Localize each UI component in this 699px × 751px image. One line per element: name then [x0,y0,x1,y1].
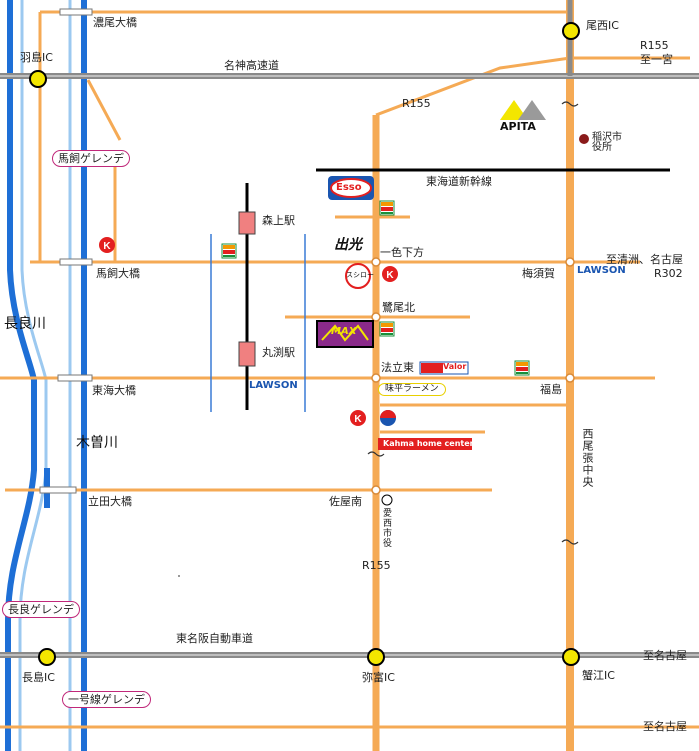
seven-eleven-icon [379,200,395,216]
r302-label: R302 [654,267,683,280]
sushiro-logo [345,263,371,289]
fukushima-label: 福島 [540,383,562,396]
store-logo [380,410,396,426]
sushiro-label: スシロー [346,271,374,279]
inazawa-city-hall-label: 稲沢市役所 [592,132,622,153]
r155-top-label: R155 [640,39,669,52]
morikami-station-label: 森上駅 [262,214,295,227]
sagio-kita-label: 鷺尾北 [382,301,415,314]
apita-label: APITA [500,120,536,133]
nagara-river-label: 長良川 [4,316,46,332]
ic-markers [29,22,580,666]
svg-text:K: K [354,414,362,425]
marubuchi-station-label: 丸渕駅 [262,346,295,359]
aisai-city-hall-label: 愛西市役 [381,508,391,548]
umesuga-label: 梅須賀 [522,267,555,280]
map-dot [178,575,180,577]
roads [0,10,699,729]
lawson-label-1: LAWSON [249,380,298,391]
to-nagoya-label-1: 至名古屋 [643,649,687,662]
ichigosen-gelande-pill[interactable]: 一号線ゲレンデ [62,691,151,708]
intersection-markers [371,257,575,495]
circle-k-icon: K [382,266,398,282]
tatsuta-ohashi-label: 立田大橋 [88,495,132,508]
morikami-station-marker [238,211,256,235]
izumi-label: 出光 [334,237,362,253]
hotachi-higashi-label: 法立東 [381,361,414,374]
post-mark-icon [381,494,393,506]
seibi-chuo-label: 西尾張中央 [581,428,594,488]
kahma-sign [378,438,472,450]
road-break-marks [367,101,579,545]
to-ichinomiya-label: 至一宮 [640,53,673,66]
svg-text:K: K [103,241,111,252]
bridge-markers [39,8,93,494]
esso-label: Esso [336,182,362,193]
saya-minami-label: 佐屋南 [329,495,362,508]
kanie-ic-label: 蟹江IC [582,669,615,682]
isshiki-label: 一色下方 [380,246,424,259]
meishin-label: 名神高速道 [224,59,279,72]
yatomi-ic-label: 弥富IC [362,671,395,684]
ajihei-ramen-label: 味平ラーメン [378,383,446,396]
tokai-ohashi-label: 東海大橋 [92,384,136,397]
seven-eleven-icon [514,360,530,376]
town-hall-icon [579,134,589,144]
r155-upper-label: R155 [402,97,431,110]
seven-eleven-icon [221,243,237,259]
seven-eleven-icon [379,321,395,337]
noo-ohashi-label: 濃尾大橋 [93,16,137,29]
valor-sign [419,361,469,375]
esso-logo [328,176,374,200]
max-logo [316,320,374,348]
to-kiyosu-label: 至清洲、名古屋 [606,253,683,266]
circle-k-icon: K [99,237,115,253]
svg-text:K: K [386,270,394,281]
tomei-hanshin-label: 東名阪自動車道 [176,632,253,645]
kahma-label: Kahma home center [383,439,474,448]
kiso-river-label: 木曽川 [76,435,118,451]
nagashima-ic-label: 長島IC [22,671,55,684]
apita-logo [500,100,546,120]
lawson-label-2: LAWSON [577,265,626,276]
max-label: MAX [331,326,357,337]
valor-label: Valor [443,362,467,371]
to-nagoya-label-2: 至名古屋 [643,720,687,733]
r155-lower-label: R155 [362,559,391,572]
circle-k-icon: K [350,410,366,426]
umakai-gelande-pill[interactable]: 馬飼ゲレンデ [52,150,130,167]
marubuchi-station-marker [238,341,256,367]
tokaido-shinkansen-label: 東海道新幹線 [426,175,492,188]
bisai-ic-label: 尾西IC [586,19,619,32]
hashima-ic-label: 羽島IC [20,51,53,64]
nagara-gelande-pill[interactable]: 長良ゲレンデ [2,601,80,618]
umakai-ohashi-label: 馬飼大橋 [96,267,140,280]
